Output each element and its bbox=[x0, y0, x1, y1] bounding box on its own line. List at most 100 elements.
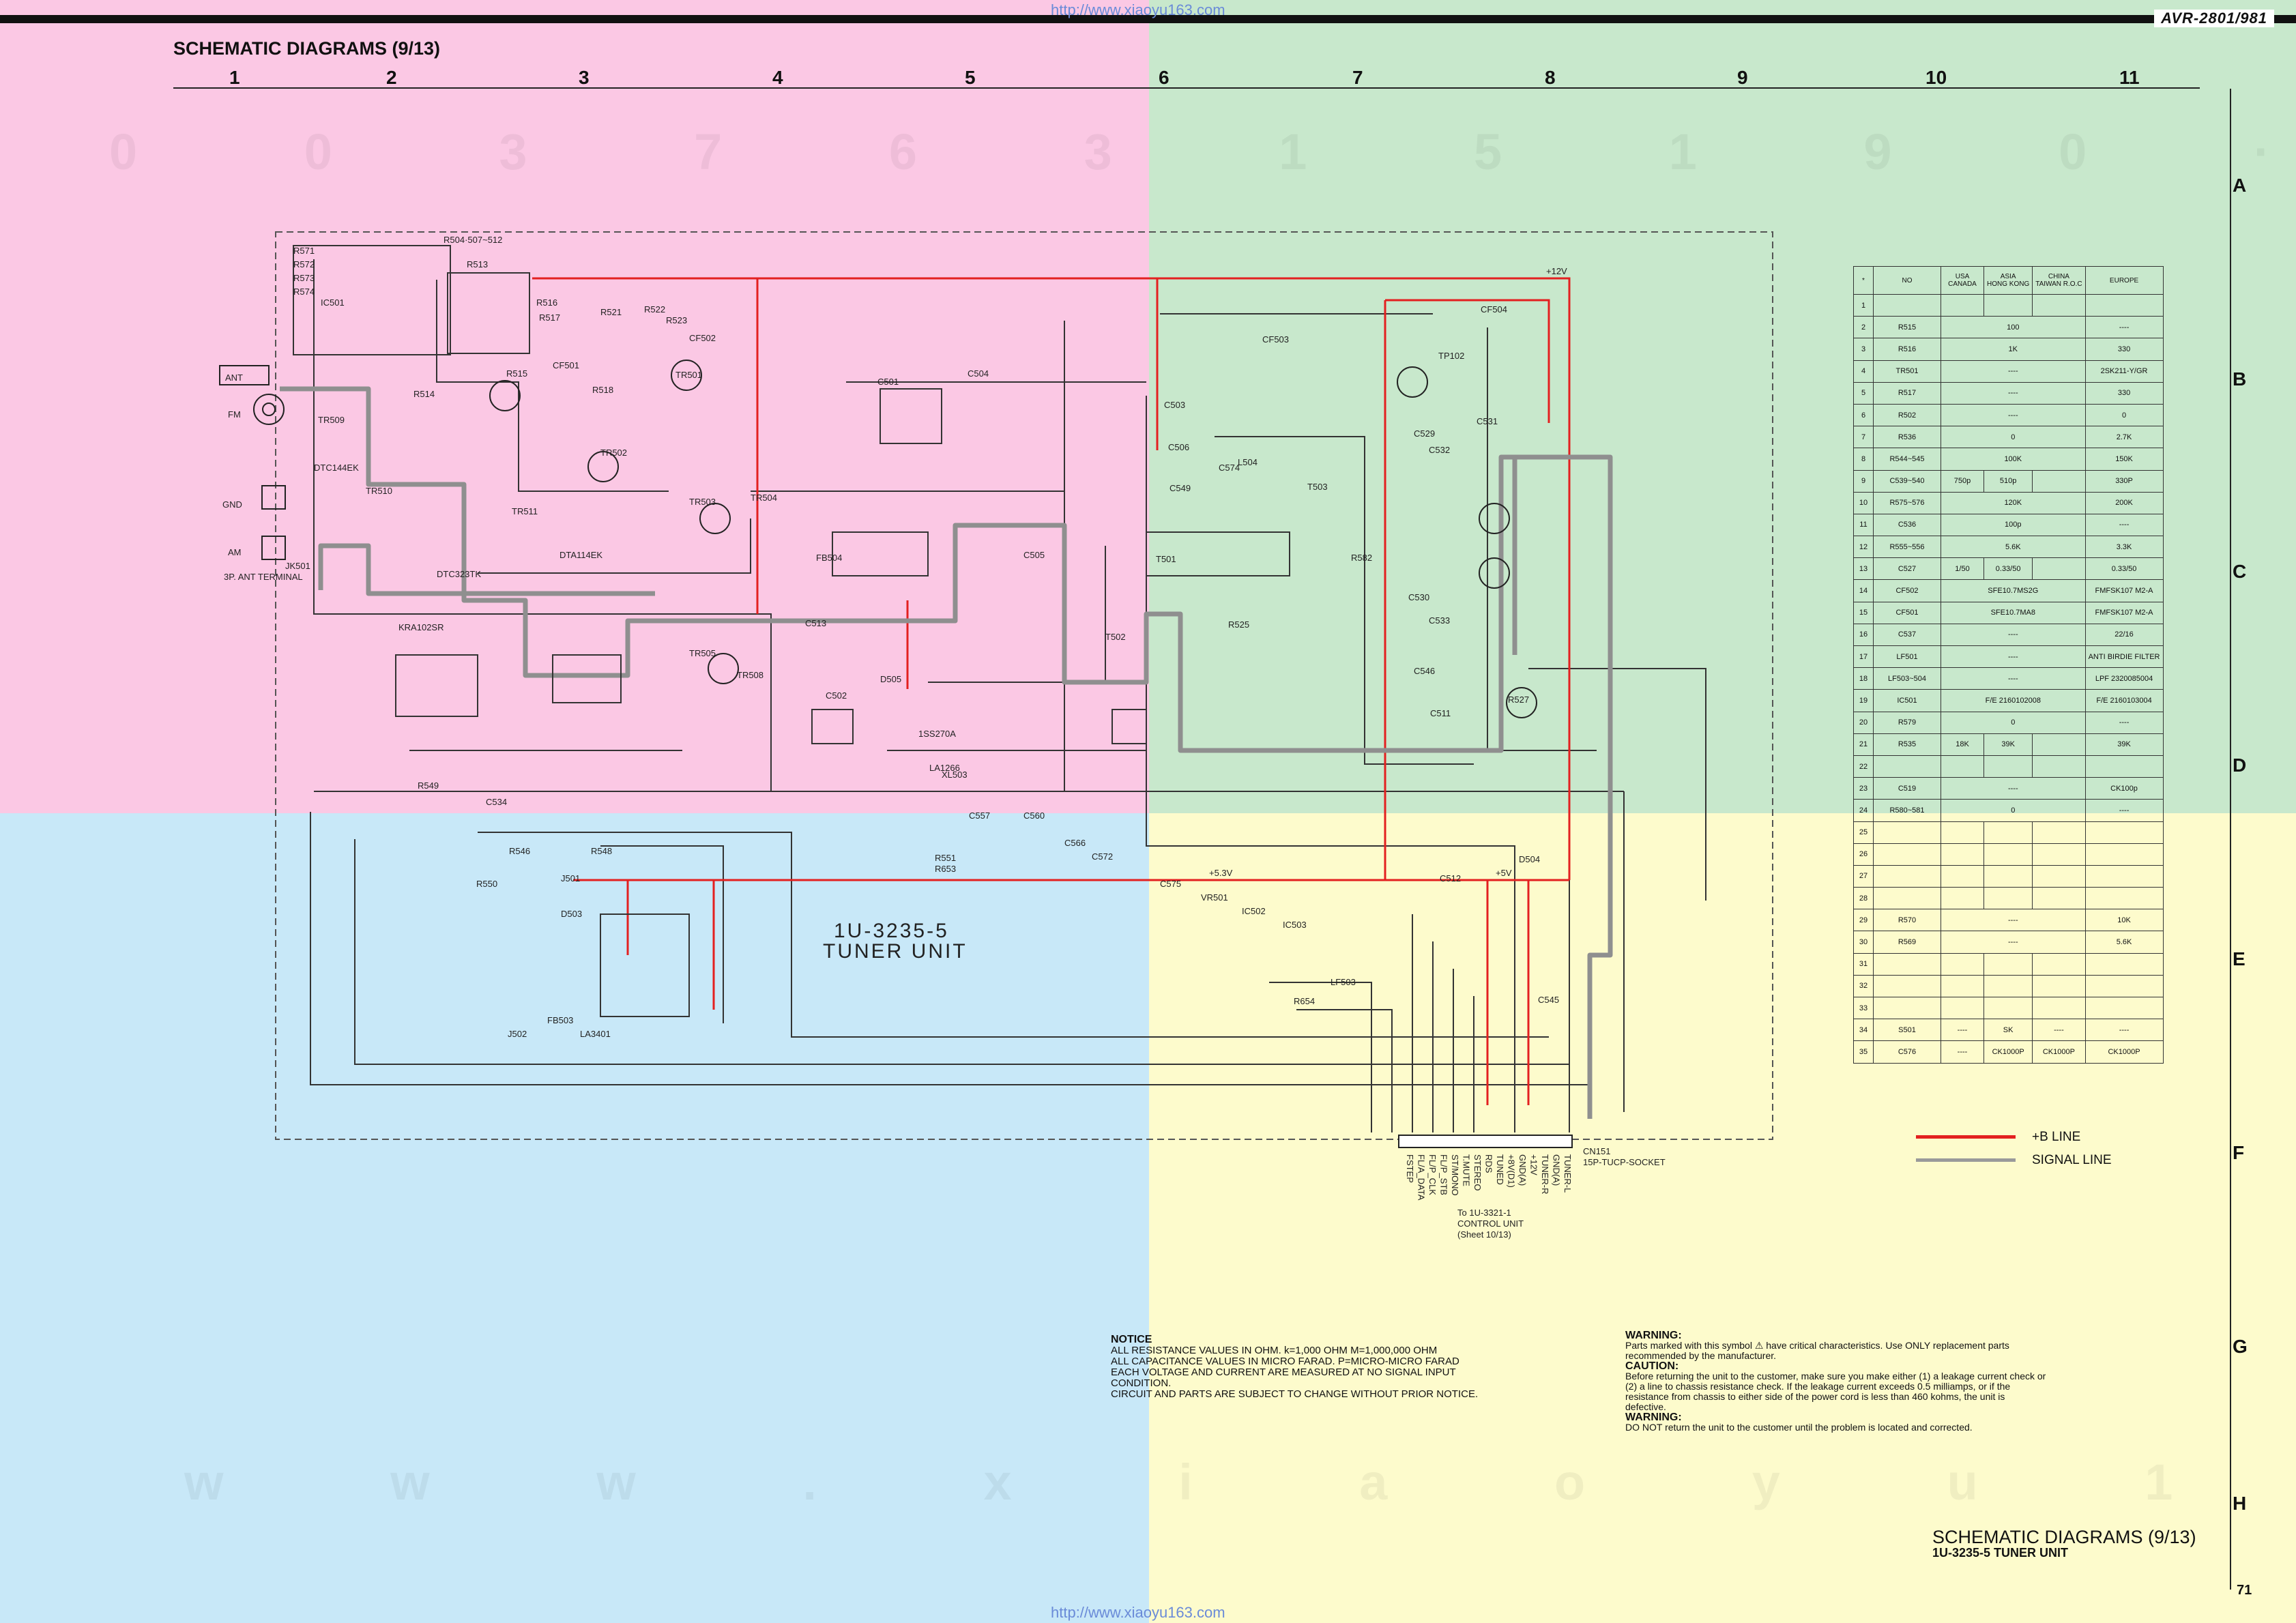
table-cell: C539~540 bbox=[1873, 469, 1941, 493]
notice-line: ALL RESISTANCE VALUES IN OHM. k=1,000 OH… bbox=[1111, 1345, 1438, 1356]
connector-pin-label: TUNER-R bbox=[1540, 1154, 1550, 1195]
table-cell bbox=[2084, 996, 2164, 1020]
component-ref: R548 bbox=[591, 846, 612, 856]
component-ref: FB504 bbox=[816, 553, 842, 563]
table-cell: LPF 2320085004 bbox=[2084, 667, 2164, 690]
grid-row-h: H bbox=[2233, 1493, 2247, 1514]
table-cell: 120K bbox=[1941, 491, 2086, 514]
signal-lines bbox=[280, 386, 1613, 1119]
watermark-bottom: w w w . x i a o y u 1 6 3 . c o m bbox=[184, 1454, 2296, 1510]
table-cell bbox=[1873, 843, 1941, 866]
component-ref: C575 bbox=[1160, 879, 1181, 889]
source-url-top[interactable]: http://www.xiaoyu163.com bbox=[1051, 1, 1225, 18]
component-ref: C506 bbox=[1168, 442, 1189, 452]
table-cell: 1/50 bbox=[1941, 557, 1984, 581]
table-header-cell: EUROPE bbox=[2084, 266, 2164, 295]
component-ref: C532 bbox=[1429, 445, 1450, 455]
table-cell: 330 bbox=[2084, 381, 2164, 405]
table-cell bbox=[1941, 293, 1984, 317]
table-cell bbox=[2084, 843, 2164, 866]
notice-block: NOTICE ALL RESISTANCE VALUES IN OHM. k=1… bbox=[1111, 1334, 1493, 1400]
quadrant-blue bbox=[0, 813, 1149, 1623]
table-cell: S501 bbox=[1873, 1019, 1941, 1042]
table-cell: TR501 bbox=[1873, 360, 1941, 383]
table-cell: 5.6K bbox=[1941, 536, 2086, 559]
component-labels: R504·507~512R571R572R573R574IC501R513R51… bbox=[293, 235, 1559, 1039]
table-cell bbox=[1873, 755, 1941, 778]
table-cell: ---- bbox=[2084, 799, 2164, 822]
table-row: 22 bbox=[1853, 755, 2164, 778]
component-ref: D503 bbox=[561, 909, 582, 919]
table-row: 1 bbox=[1853, 293, 2164, 317]
table-cell: 5.6K bbox=[2084, 931, 2164, 954]
table-cell bbox=[1941, 864, 1984, 888]
connector-pin-label: GND(A) bbox=[1552, 1154, 1562, 1186]
component-ref: R516 bbox=[536, 297, 557, 308]
table-cell bbox=[2032, 733, 2086, 756]
component-ref: R523 bbox=[666, 315, 687, 325]
component-ref: R522 bbox=[644, 304, 665, 315]
table-cell bbox=[1983, 755, 2033, 778]
table-cell: 150K bbox=[2084, 448, 2164, 471]
source-url-bottom[interactable]: http://www.xiaoyu163.com bbox=[1051, 1604, 1225, 1621]
component-ref: TR501 bbox=[675, 370, 702, 380]
table-cell bbox=[2032, 821, 2086, 844]
notice-line: CIRCUIT AND PARTS ARE SUBJECT TO CHANGE … bbox=[1111, 1388, 1479, 1400]
table-cell: 12 bbox=[1853, 536, 1874, 559]
component-ref: R573 bbox=[293, 273, 315, 283]
ant-label: ANT bbox=[225, 372, 243, 383]
component-ref: R504·507~512 bbox=[444, 235, 502, 245]
table-cell: 0.33/50 bbox=[2084, 557, 2164, 581]
component-ref: VR501 bbox=[1201, 892, 1228, 903]
rail-5v: +5V bbox=[1496, 868, 1512, 878]
grid-column-1: 1 bbox=[229, 67, 240, 88]
component-ref: TR503 bbox=[689, 497, 716, 507]
connector-dest-2: CONTROL UNIT bbox=[1457, 1218, 1524, 1229]
component-ref: KRA102SR bbox=[398, 622, 444, 632]
table-cell: R535 bbox=[1873, 733, 1941, 756]
table-cell: R502 bbox=[1873, 403, 1941, 427]
table-cell bbox=[1873, 952, 1941, 976]
table-cell bbox=[1983, 864, 2033, 888]
table-cell: 0 bbox=[1941, 711, 2086, 734]
component-ref: DTC323TK bbox=[437, 569, 481, 579]
table-cell bbox=[2032, 755, 2086, 778]
table-row: 26 bbox=[1853, 843, 2164, 866]
table-cell bbox=[1873, 974, 1941, 998]
component-ref: TR505 bbox=[689, 648, 716, 658]
table-cell: IC501 bbox=[1873, 689, 1941, 712]
table-cell: ---- bbox=[2084, 316, 2164, 339]
table-cell: R579 bbox=[1873, 711, 1941, 734]
component-ref: R571 bbox=[293, 246, 315, 256]
table-header-cell: NO bbox=[1873, 266, 1941, 295]
component-ref: R572 bbox=[293, 259, 315, 269]
table-cell bbox=[1941, 974, 1984, 998]
table-cell: 26 bbox=[1853, 843, 1874, 866]
table-cell: ---- bbox=[1941, 381, 2086, 405]
table-cell: 16 bbox=[1853, 623, 1874, 647]
transistors bbox=[489, 360, 1537, 718]
component-ref: C531 bbox=[1477, 416, 1498, 426]
unit-id: 1U-3235-5 bbox=[834, 920, 949, 942]
table-cell: 35 bbox=[1853, 1040, 1874, 1064]
table-cell: 0 bbox=[2084, 403, 2164, 427]
warning-block: WARNING: Parts marked with this symbol ⚠… bbox=[1625, 1330, 2048, 1433]
component-ref: LF503 bbox=[1331, 977, 1356, 987]
component-ref: C557 bbox=[969, 810, 990, 821]
table-cell bbox=[2084, 755, 2164, 778]
table-row: 32 bbox=[1853, 974, 2164, 998]
table-cell: ---- bbox=[2084, 513, 2164, 537]
component-ref: R521 bbox=[600, 307, 622, 317]
component-ref: T502 bbox=[1105, 632, 1126, 642]
table-cell: 330 bbox=[2084, 338, 2164, 361]
component-ref: CF502 bbox=[689, 333, 716, 343]
